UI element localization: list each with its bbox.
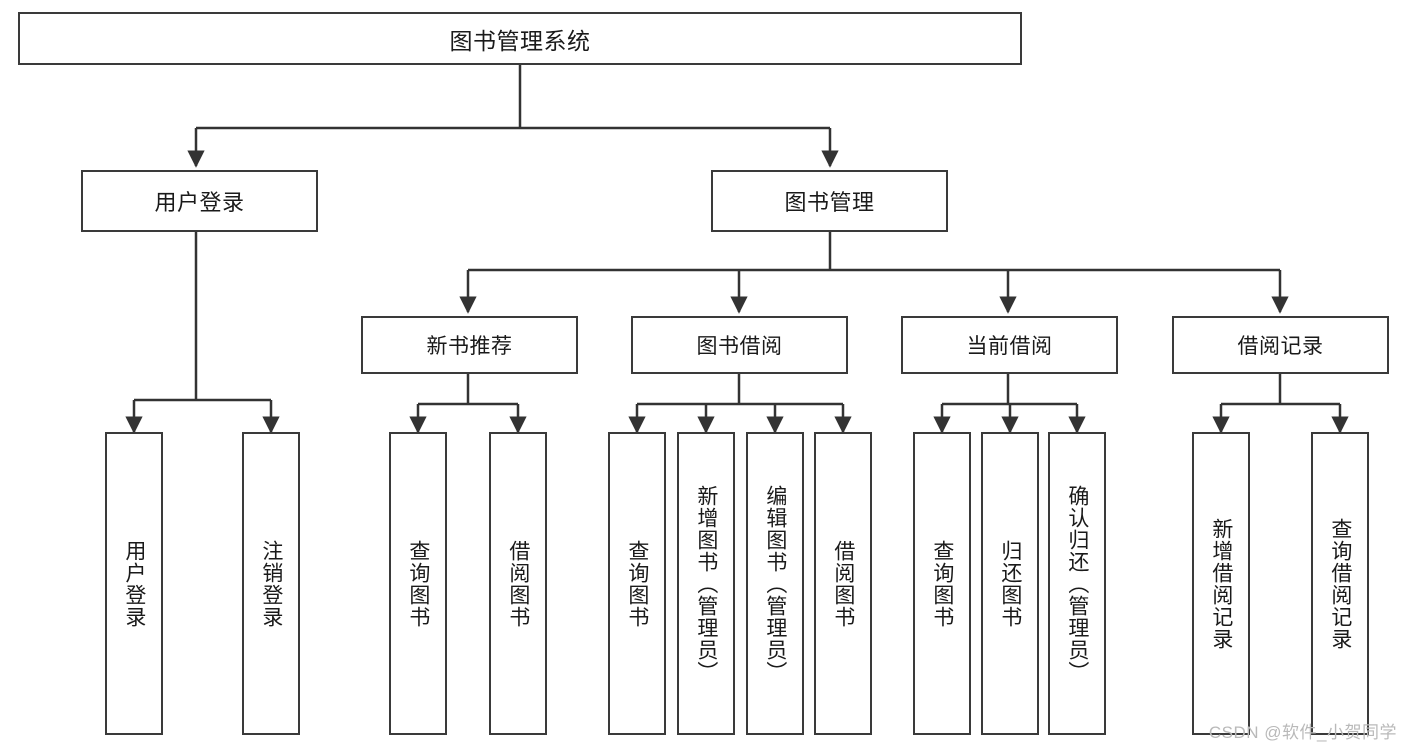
- leaf-current-borrow-2[interactable]: 归还图书: [981, 432, 1039, 735]
- leaf-new-book-2[interactable]: 借阅图书: [489, 432, 547, 735]
- leaf-borrow-record-1[interactable]: 新增借阅记录: [1192, 432, 1250, 735]
- leaf-user-login-1-label: 用户登录: [122, 539, 146, 628]
- leaf-current-borrow-3-label: 确认归还（管理员）: [1065, 484, 1089, 683]
- node-current-borrow-label: 当前借阅: [966, 335, 1053, 358]
- leaf-new-book-2-label: 借阅图书: [506, 539, 530, 628]
- leaf-current-borrow-3[interactable]: 确认归还（管理员）: [1048, 432, 1106, 735]
- node-root-label: 图书管理系统: [449, 27, 591, 54]
- node-borrow-record[interactable]: 借阅记录: [1172, 316, 1389, 374]
- node-current-borrow[interactable]: 当前借阅: [901, 316, 1118, 374]
- leaf-current-borrow-2-label: 归还图书: [998, 539, 1022, 628]
- leaf-borrow-record-2[interactable]: 查询借阅记录: [1311, 432, 1369, 735]
- csdn-watermark: CSDN @软件_小贺同学: [1208, 723, 1397, 742]
- leaf-book-borrow-2[interactable]: 新增图书（管理员）: [677, 432, 735, 735]
- node-user-login[interactable]: 用户登录: [81, 170, 318, 232]
- node-book-management[interactable]: 图书管理: [711, 170, 948, 232]
- leaf-book-borrow-4[interactable]: 借阅图书: [814, 432, 872, 735]
- leaf-book-borrow-3[interactable]: 编辑图书（管理员）: [746, 432, 804, 735]
- node-book-borrow[interactable]: 图书借阅: [631, 316, 848, 374]
- leaf-user-login-2[interactable]: 注销登录: [242, 432, 300, 735]
- leaf-current-borrow-1[interactable]: 查询图书: [913, 432, 971, 735]
- node-book-management-label: 图书管理: [784, 190, 875, 215]
- leaf-borrow-record-1-label: 新增借阅记录: [1209, 517, 1233, 650]
- node-user-login-label: 用户登录: [154, 190, 245, 215]
- leaf-book-borrow-4-label: 借阅图书: [831, 539, 855, 628]
- leaf-book-borrow-2-label: 新增图书（管理员）: [694, 484, 718, 683]
- node-root-system[interactable]: 图书管理系统: [18, 12, 1022, 65]
- leaf-new-book-1-label: 查询图书: [406, 539, 430, 628]
- leaf-current-borrow-1-label: 查询图书: [930, 539, 954, 628]
- node-new-book-recommend-label: 新书推荐: [426, 335, 513, 358]
- leaf-borrow-record-2-label: 查询借阅记录: [1328, 517, 1352, 650]
- leaf-book-borrow-3-label: 编辑图书（管理员）: [763, 484, 787, 683]
- node-book-borrow-label: 图书借阅: [696, 335, 783, 358]
- leaf-book-borrow-1-label: 查询图书: [625, 539, 649, 628]
- leaf-book-borrow-1[interactable]: 查询图书: [608, 432, 666, 735]
- leaf-new-book-1[interactable]: 查询图书: [389, 432, 447, 735]
- node-new-book-recommend[interactable]: 新书推荐: [361, 316, 578, 374]
- leaf-user-login-1[interactable]: 用户登录: [105, 432, 163, 735]
- leaf-user-login-2-label: 注销登录: [259, 539, 283, 628]
- node-borrow-record-label: 借阅记录: [1237, 335, 1324, 358]
